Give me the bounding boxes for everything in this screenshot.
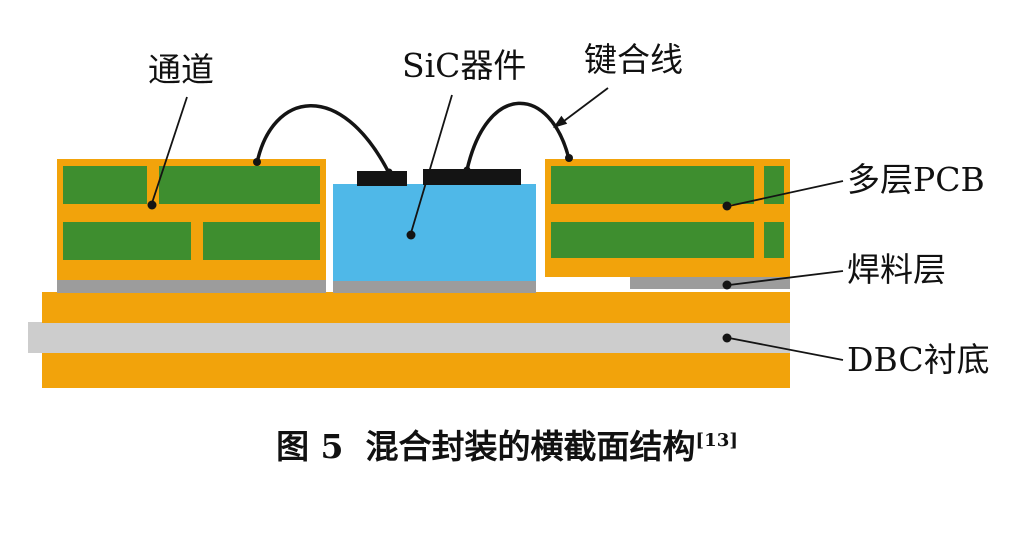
left-pcb-green-layer [203, 222, 320, 260]
left-pcb-green-layer [63, 222, 191, 260]
left-pcb-green-layer [63, 166, 147, 204]
via-leader-dot [147, 200, 157, 210]
sic-contact-pad-left [357, 171, 407, 186]
left-pcb-green-layer [159, 166, 320, 204]
sic-device-body [333, 184, 536, 281]
right-pcb-green-layer [551, 222, 754, 258]
bond-wire-leader-arrow [553, 115, 568, 128]
dbc-leader-dot [722, 333, 732, 343]
sic-leader-line [410, 94, 453, 234]
dbc-substrate-label: DBC衬底 [847, 340, 990, 379]
bond-wire-right [465, 101, 571, 172]
bond-wire-foot [463, 166, 471, 174]
multilayer-pcb-label: 多层PCB [847, 160, 985, 199]
caption-title: 混合封装的横截面结构 [365, 427, 696, 466]
solder-leader-dot [722, 280, 732, 290]
bond-wire-leader-line [559, 87, 609, 125]
right-pcb-green-layer [551, 166, 754, 204]
bond-wire-foot [565, 154, 573, 162]
solder-strip-middle [333, 280, 536, 293]
sic-leader-dot [406, 230, 416, 240]
bond-wire-label: 键合线 [584, 40, 683, 79]
dbc-leader-line [728, 337, 844, 361]
via-leader-line [151, 96, 188, 204]
figure-caption: 图 5 混合封装的横截面结构[13] [0, 420, 1014, 468]
solder-leader-line [728, 270, 844, 286]
bond-wire-foot [253, 158, 261, 166]
pcb-leader-line [728, 180, 844, 207]
sic-device-label: SiC器件 [402, 46, 527, 85]
pcb-leader-dot [722, 201, 732, 211]
caption-number: 图 5 [276, 427, 344, 466]
solder-strip-left [57, 280, 326, 293]
solder-layer-label: 焊料层 [847, 250, 946, 289]
sic-contact-pad-right [423, 169, 521, 185]
dbc-top-copper-layer [42, 292, 790, 323]
via-label: 通道 [148, 50, 214, 89]
caption-reference: [13] [695, 430, 738, 451]
dbc-ceramic-layer [28, 322, 790, 353]
bond-wire-left [255, 104, 391, 175]
right-pcb-green-layer [764, 222, 784, 258]
dbc-bottom-copper-layer [42, 352, 790, 388]
solder-strip-right [630, 276, 790, 289]
bond-wire-foot [385, 168, 393, 176]
